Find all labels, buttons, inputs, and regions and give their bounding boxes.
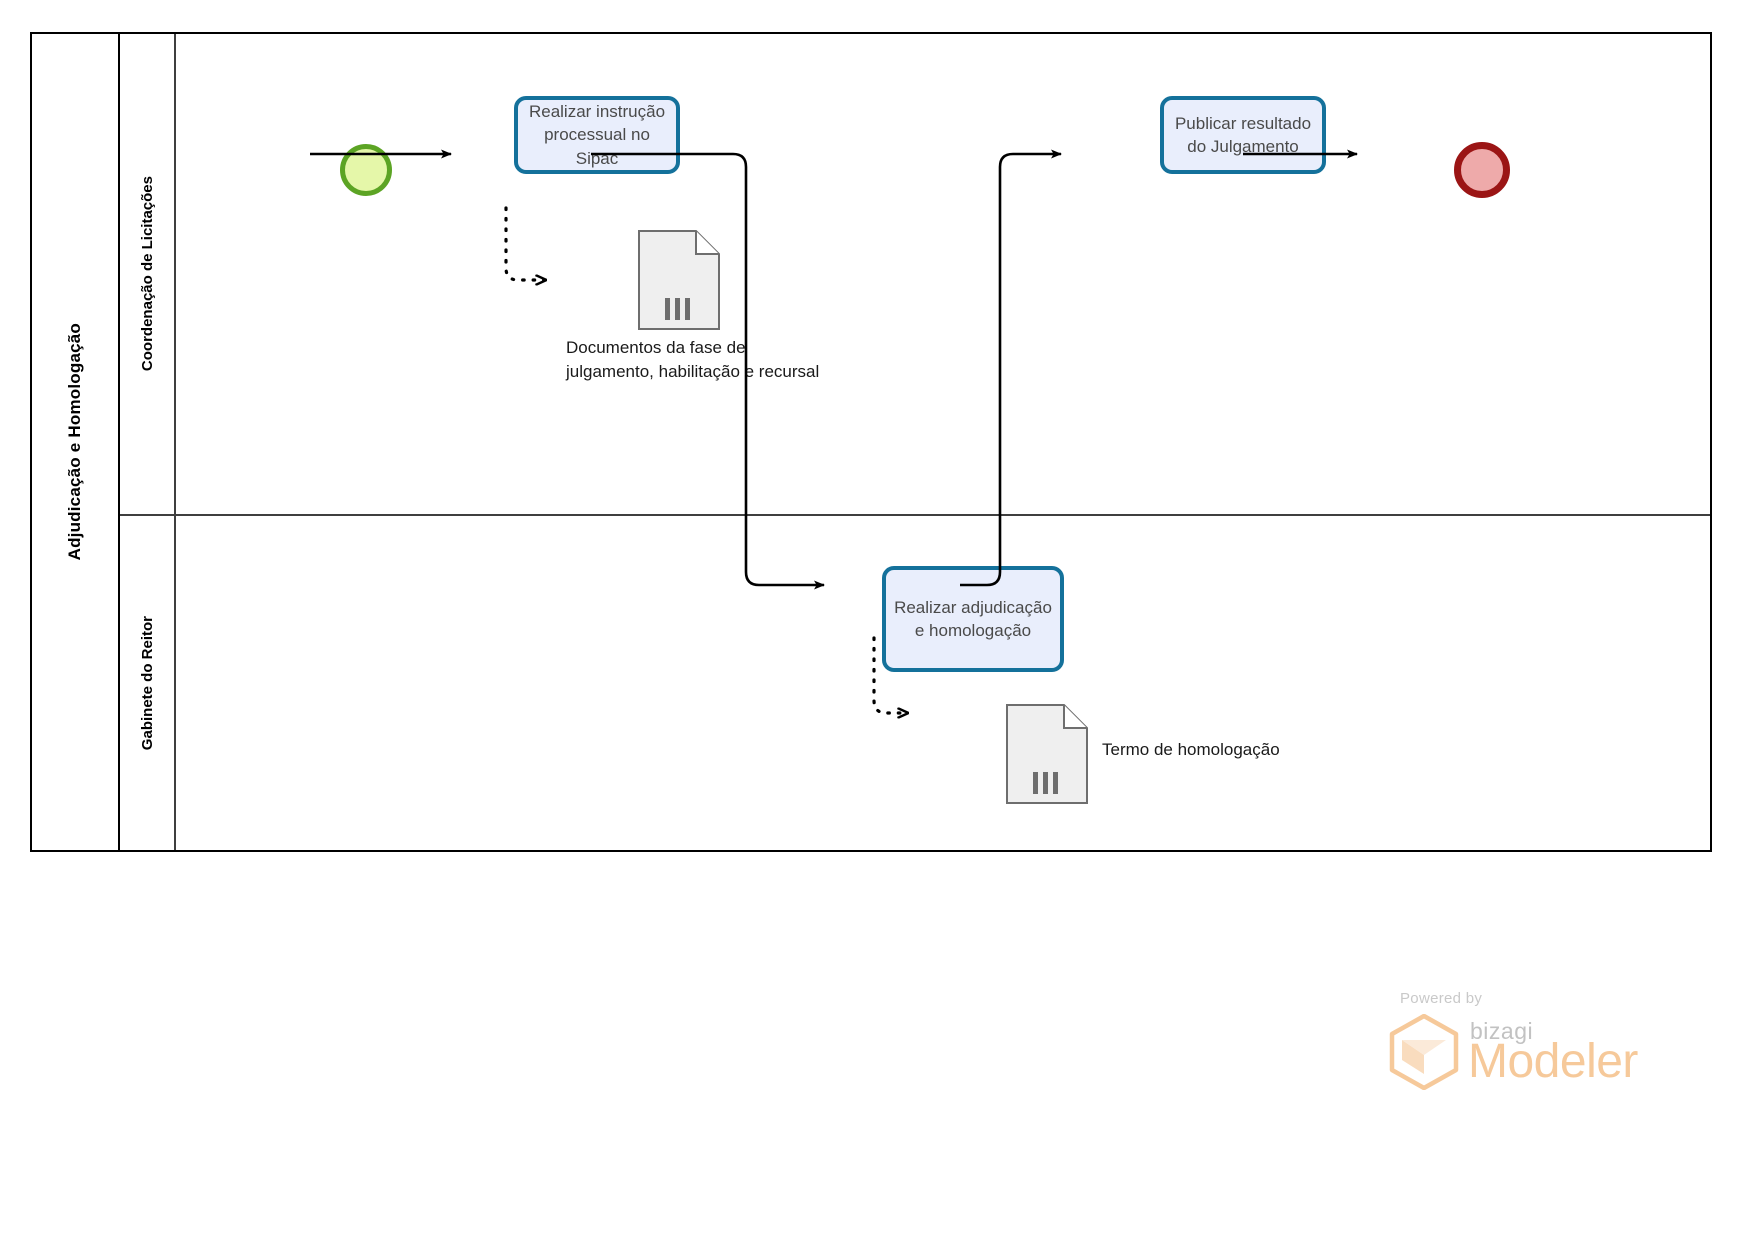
powered-by-label: Powered by (1400, 990, 1483, 1007)
pool-title: Adjudicação e Homologação (65, 323, 84, 561)
pool-adjudicacao-homologacao[interactable]: Adjudicação e Homologação Coordenação de… (30, 32, 1712, 852)
data-object-label-documentos-julgamento: Documentos da fase de julgamento, habili… (566, 338, 820, 382)
lane-coordenacao-de-licitacoes[interactable]: Coordenação de Licitações Realizar instr… (120, 34, 1710, 516)
document-icon (638, 230, 720, 330)
lane-title-coordenacao: Coordenação de Licitações (138, 176, 156, 372)
lane-container: Coordenação de Licitações Realizar instr… (120, 34, 1710, 850)
data-object-label-termo-homologacao: Termo de homologação (1102, 740, 1280, 759)
task-label: Realizar adjudicação e homologação (894, 597, 1052, 640)
end-event[interactable] (1454, 142, 1510, 198)
modeler-wordmark: Modeler (1468, 1035, 1638, 1088)
lane-header-gabinete[interactable]: Gabinete do Reitor (120, 516, 176, 850)
start-event[interactable] (340, 144, 392, 196)
bizagi-hexagon-logo-icon (1389, 1014, 1459, 1090)
bizagi-branding: Powered by bizagi Modeler (1388, 990, 1648, 1095)
lane-header-coordenacao[interactable]: Coordenação de Licitações (120, 34, 176, 514)
lane-gabinete-do-reitor[interactable]: Gabinete do Reitor Realizar adjudicação … (120, 516, 1710, 850)
bizagi-wordmark: bizagi (1470, 1018, 1534, 1044)
document-icon (1006, 704, 1088, 804)
task-label: Realizar instrução processual no Sipac (528, 101, 666, 168)
lane-title-gabinete: Gabinete do Reitor (138, 615, 156, 751)
pool-header[interactable]: Adjudicação e Homologação (32, 34, 120, 850)
lane-body-coordenacao: Realizar instrução processual no Sipac D… (176, 34, 1710, 514)
task-label: Publicar resultado do Julgamento (1174, 113, 1312, 156)
data-object-termo-homologacao[interactable] (1006, 704, 1088, 804)
task-realizar-instrucao-processual-no-sipac[interactable]: Realizar instrução processual no Sipac (514, 96, 680, 174)
task-realizar-adjudicacao-e-homologacao[interactable]: Realizar adjudicação e homologação (882, 566, 1064, 672)
data-object-documentos-julgamento[interactable] (638, 230, 720, 330)
lane-body-gabinete: Realizar adjudicação e homologação Termo… (176, 516, 1710, 850)
task-publicar-resultado-do-julgamento[interactable]: Publicar resultado do Julgamento (1160, 96, 1326, 174)
